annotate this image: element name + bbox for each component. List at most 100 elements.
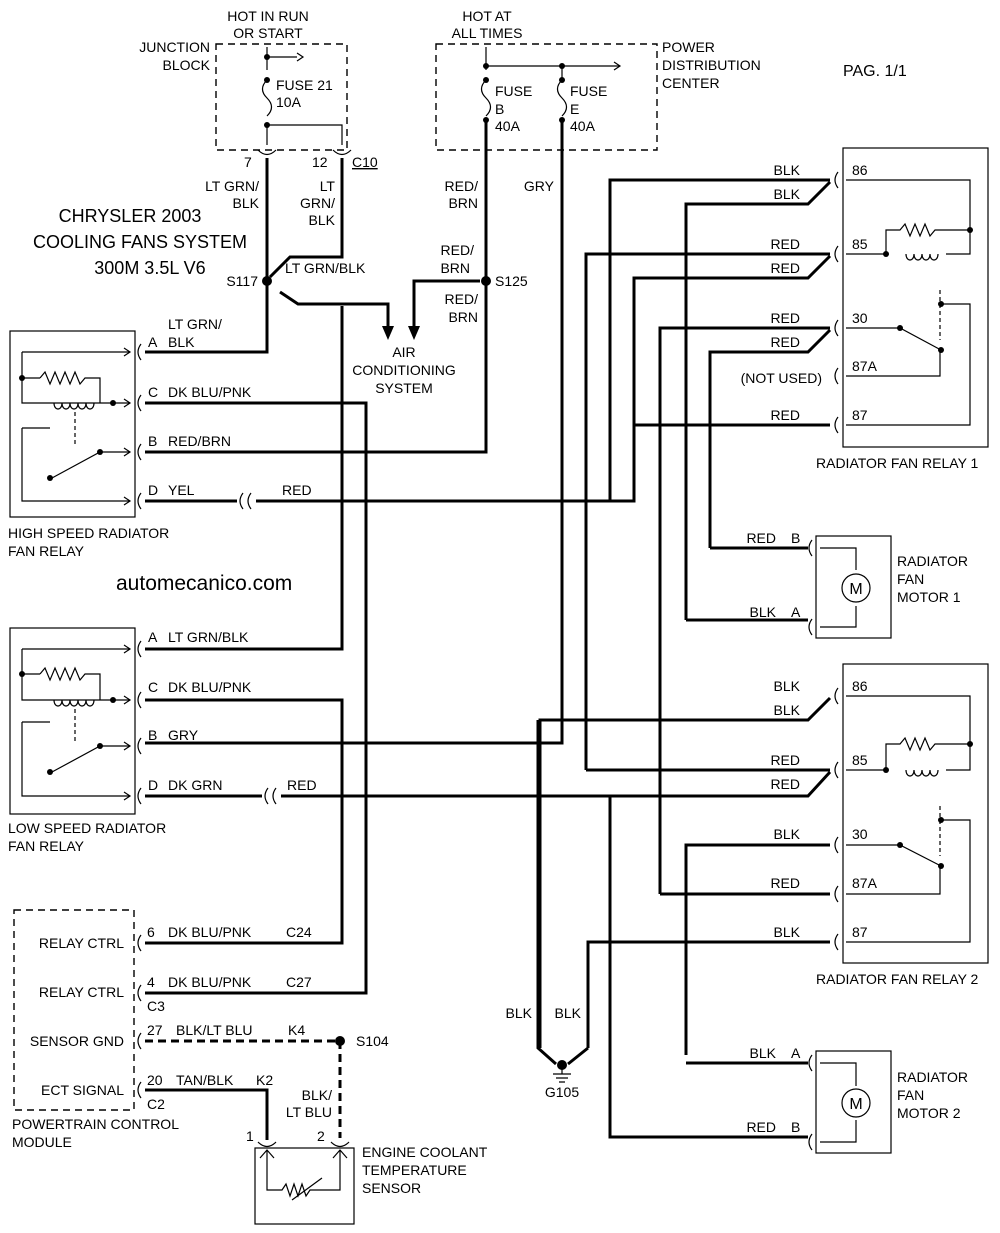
hs-d-wire-red: RED — [282, 482, 312, 498]
ls-pin-b: B — [148, 727, 157, 743]
s104-label: S104 — [356, 1033, 389, 1049]
jb-name-line-2: BLOCK — [163, 57, 211, 73]
pdc-feed-line-2: ALL TIMES — [452, 25, 523, 41]
ac-system: AIR CONDITIONING SYSTEM — [352, 326, 456, 396]
m1-a-wire: BLK — [750, 604, 777, 620]
splice-s117: S117 — [145, 273, 390, 354]
pdc-feed-line-1: HOT AT — [462, 8, 512, 24]
jb-pin-7: 7 — [244, 154, 252, 170]
pcm-6-wire: DK BLU/PNK — [168, 924, 252, 940]
motor-1-line-2: FAN — [897, 571, 924, 587]
r1-pin-85: 85 — [852, 236, 868, 252]
ac-line-1: AIR — [392, 344, 415, 360]
pcm-27-wire: BLK/LT BLU — [176, 1022, 253, 1038]
powertrain-control-module: RELAY CTRL RELAY CTRL SENSOR GND ECT SIG… — [12, 909, 179, 1150]
radiator-fan-relay-1: 86 85 30 87A 87 RADIATOR FAN RELAY 1 — [816, 147, 989, 471]
junction-block: HOT IN RUN OR START JUNCTION BLOCK FUSE … — [139, 8, 378, 170]
pcm-relay-ctrl-1: RELAY CTRL — [39, 935, 124, 951]
hs-a-wire-1: LT GRN/ — [168, 316, 222, 332]
title-line-3: 300M 3.5L V6 — [94, 258, 205, 278]
hs-pin-c: C — [148, 384, 158, 400]
g105-label: G105 — [545, 1084, 579, 1100]
pcm-sensor-gnd: SENSOR GND — [30, 1033, 124, 1049]
fuse-b-line-2: B — [495, 101, 504, 117]
ground-blk-2: BLK — [555, 1005, 582, 1021]
r1-30-a-wire: RED — [770, 310, 800, 326]
ls-pin-a: A — [148, 629, 158, 645]
wire-label-red-brn-3b: BRN — [448, 309, 478, 325]
wire-label-ltgrn-blk-1b: BLK — [233, 195, 260, 211]
hs-d-wire: YEL — [168, 482, 195, 498]
motor-1-pin-a: A — [791, 604, 801, 620]
wire-label-gry: GRY — [524, 178, 555, 194]
ls-name-line-2: FAN RELAY — [8, 838, 85, 854]
pcm-27-conn: K4 — [288, 1022, 305, 1038]
motor-2-symbol: M — [849, 1096, 862, 1113]
hs-pin-a: A — [148, 334, 158, 350]
fuse-b-line-1: FUSE — [495, 83, 532, 99]
pcm-relay-ctrl-2: RELAY CTRL — [39, 984, 124, 1000]
ls-d-wire: DK GRN — [168, 777, 222, 793]
r2-name: RADIATOR FAN RELAY 2 — [816, 971, 979, 987]
fuse-e-line-1: FUSE — [570, 83, 607, 99]
motor-2-line-3: MOTOR 2 — [897, 1105, 961, 1121]
r2-85-a-wire: RED — [770, 752, 800, 768]
hs-name-line-2: FAN RELAY — [8, 543, 85, 559]
r2-30-wire: BLK — [774, 826, 801, 842]
motor-2-pin-b: B — [791, 1119, 800, 1135]
fuse-21-label: FUSE 21 — [276, 77, 333, 93]
r2-85-b-wire: RED — [770, 776, 800, 792]
jb-pin-12: 12 — [312, 154, 328, 170]
r2-pin-86: 86 — [852, 678, 868, 694]
radiator-fan-motor-1: M B A RADIATOR FAN MOTOR 1 — [791, 530, 968, 639]
motor-2-pin-a: A — [791, 1045, 801, 1061]
wire-label-grn: GRN/ — [300, 195, 335, 211]
m2-a-wire: BLK — [750, 1045, 777, 1061]
r1-86-a-wire: BLK — [774, 162, 801, 178]
hs-a-wire-2: BLK — [168, 334, 195, 350]
ect-pin-1: 1 — [246, 1128, 254, 1144]
hs-c-wire: DK BLU/PNK — [168, 384, 252, 400]
r2-pin-30: 30 — [852, 826, 868, 842]
pcm-pin-27: 27 — [147, 1022, 163, 1038]
wire-label-ltgrn-blk-1a: LT GRN/ — [205, 178, 259, 194]
title-line-1: CHRYSLER 2003 — [59, 206, 202, 226]
pdc-name-line-1: POWER — [662, 39, 715, 55]
pcm-6-conn: C24 — [286, 924, 312, 940]
r2-86-b-wire: BLK — [774, 702, 801, 718]
motor-2-line-2: FAN — [897, 1087, 924, 1103]
ect-line-2: TEMPERATURE — [362, 1162, 467, 1178]
ls-pin-c: C — [148, 679, 158, 695]
page-number: PAG. 1/1 — [843, 63, 907, 80]
pcm-4-wire: DK BLU/PNK — [168, 974, 252, 990]
hs-b-wire: RED/BRN — [168, 433, 231, 449]
r2-pin-87a: 87A — [852, 875, 878, 891]
sensor-gnd-wire-2: LT BLU — [286, 1104, 332, 1120]
high-speed-radiator-fan-relay: A C B D HIGH SPEED RADIATOR FAN RELAY — [8, 330, 169, 559]
ground-blk-1: BLK — [506, 1005, 533, 1021]
fuse-21-rating: 10A — [276, 94, 302, 110]
hs-pin-d: D — [148, 482, 158, 498]
jb-feed-line-2: OR START — [233, 25, 303, 41]
pcm-4-conn: C27 — [286, 974, 312, 990]
low-speed-radiator-fan-relay: A C B D LOW SPEED RADIATOR FAN RELAY — [8, 627, 166, 854]
title-line-2: COOLING FANS SYSTEM — [33, 232, 247, 252]
pcm-name-line-2: MODULE — [12, 1134, 72, 1150]
wire-label-red-brn-2b: BRN — [440, 260, 470, 276]
motor-1-line-1: RADIATOR — [897, 553, 968, 569]
r1-86-b-wire: BLK — [774, 186, 801, 202]
ls-pin-d: D — [148, 777, 158, 793]
ls-c-wire: DK BLU/PNK — [168, 679, 252, 695]
pcm-conn-c2: C2 — [147, 1096, 165, 1112]
r1-pin-30: 30 — [852, 310, 868, 326]
wire-label-blk: BLK — [309, 212, 336, 228]
m2-b-wire: RED — [746, 1119, 776, 1135]
power-distribution-center: HOT AT ALL TIMES POWER DISTRIBUTION CENT… — [435, 8, 761, 151]
wire-label-ltgrn-blk: LT GRN/BLK — [285, 260, 366, 276]
ect-sensor: 1 2 ENGINE COOLANT TEMPERATURE SENSOR — [246, 1128, 488, 1225]
wire-label-red-brn-1a: RED/ — [445, 178, 479, 194]
r1-pin-87: 87 — [852, 407, 868, 423]
jb-feed-line-1: HOT IN RUN — [227, 8, 308, 24]
ect-line-1: ENGINE COOLANT — [362, 1144, 488, 1160]
